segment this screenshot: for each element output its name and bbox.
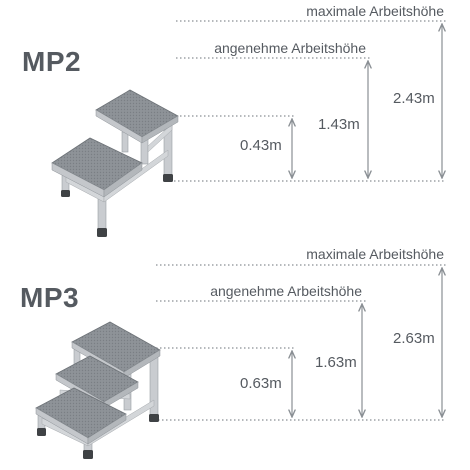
mp2-dimension-lines [170,20,446,182]
mp3-model-title: MP3 [20,282,80,313]
two-step-platform-icon [51,89,179,237]
mp3-step-height: 0.63m [240,375,282,392]
mp3-comfort-height: 1.63m [315,354,357,371]
mp2-max-label: maximale Arbeitshöhe [306,3,444,19]
mp3-max-height: 2.63m [393,330,435,347]
mp3-dimension-lines [150,264,446,421]
mp3-max-label: maximale Arbeitshöhe [306,246,444,262]
mp2-model-title: MP2 [22,46,82,77]
mp2-comfort-label: angenehme Arbeitshöhe [214,40,366,56]
mp3-comfort-label: angenehme Arbeitshöhe [210,283,362,299]
three-step-platform-icon [35,321,161,459]
mp2-step-height: 0.43m [240,137,282,154]
mp2-max-height: 2.43m [393,90,435,107]
mp2-comfort-height: 1.43m [318,116,360,133]
